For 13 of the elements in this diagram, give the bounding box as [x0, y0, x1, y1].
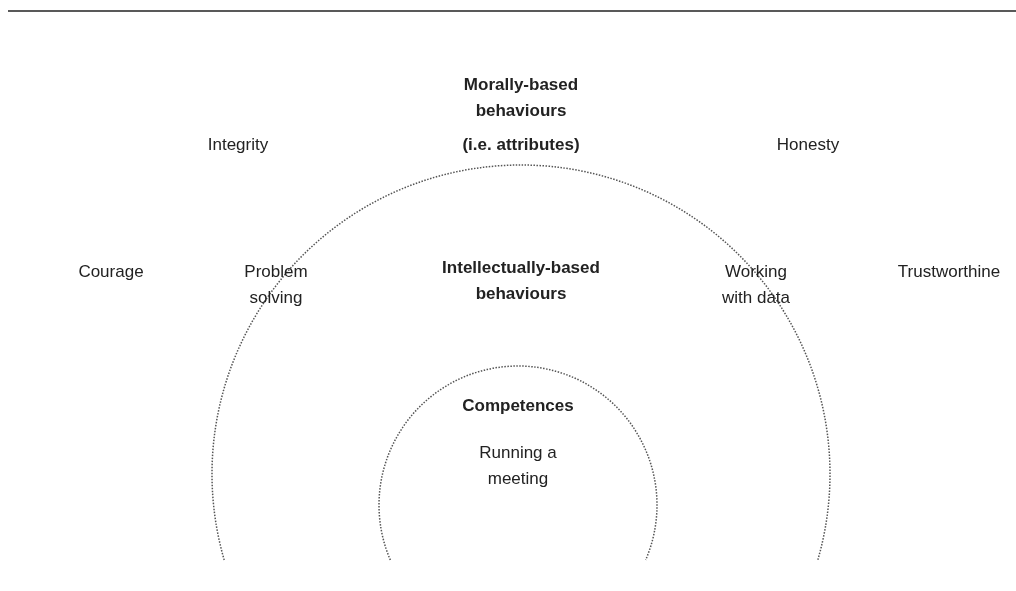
heading: Morally-based behaviours [462, 74, 580, 122]
item-text: Trustworthine [897, 261, 1001, 283]
item-text: Running a meeting [478, 442, 558, 490]
arc-region [212, 165, 830, 560]
item-text: Working with data [720, 261, 791, 309]
heading: Intellectually-based behaviours [441, 257, 601, 305]
item-text: Honesty [776, 134, 840, 156]
subheading: (i.e. attributes) [462, 134, 580, 156]
arc-region [379, 366, 657, 560]
item-text: Integrity [207, 134, 269, 156]
item-text: Courage [78, 261, 144, 283]
item-text: Problem solving [243, 261, 309, 309]
heading: Competences [462, 395, 574, 417]
